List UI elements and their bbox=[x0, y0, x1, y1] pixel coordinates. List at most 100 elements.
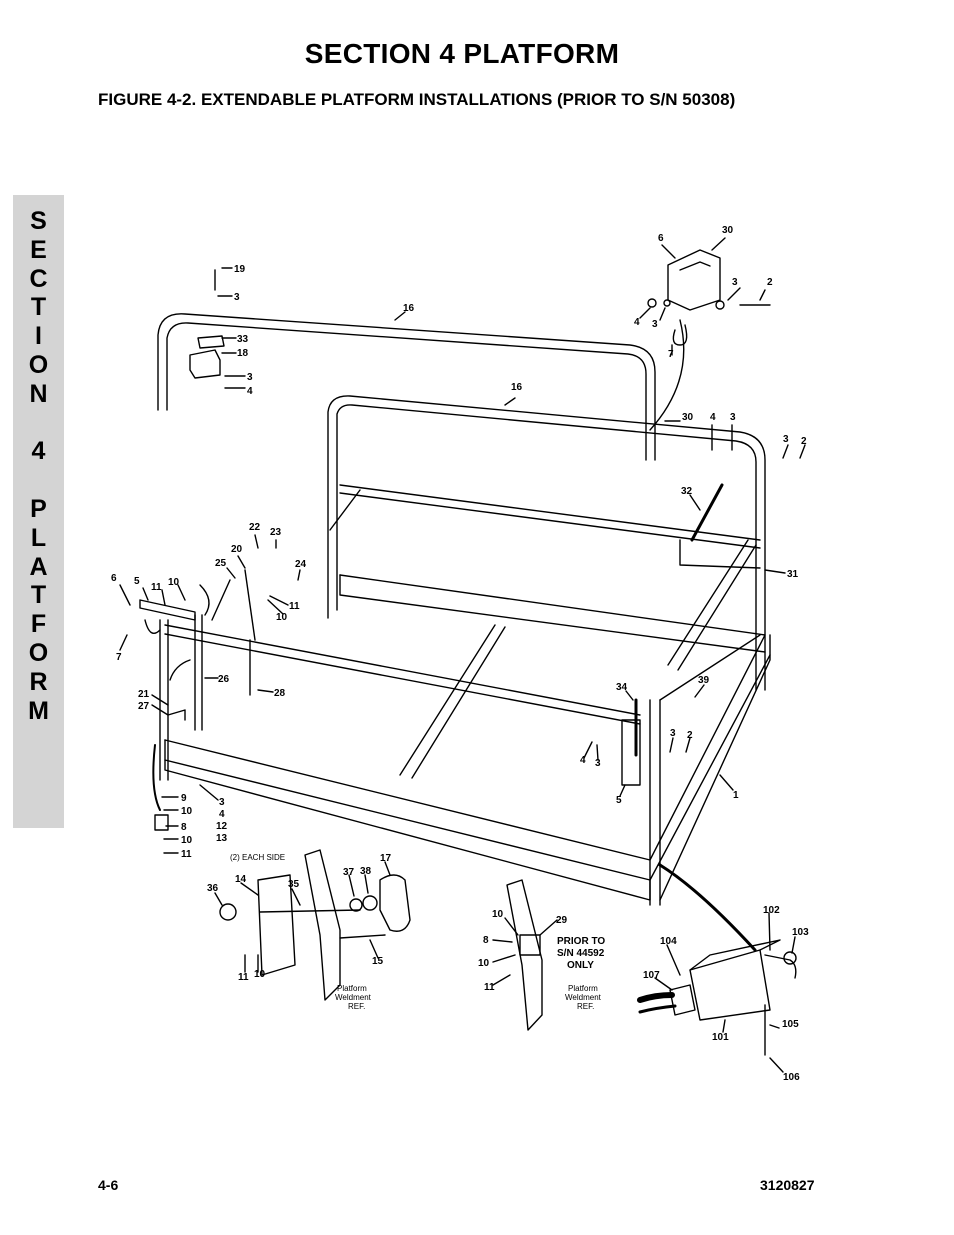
callout-17: 17 bbox=[380, 853, 392, 864]
hinge-bracket bbox=[679, 261, 711, 271]
side-tab-letter: I bbox=[35, 322, 42, 351]
leader bbox=[664, 420, 806, 574]
wheel-17 bbox=[379, 874, 411, 932]
callout-102: 102 bbox=[763, 905, 780, 916]
floor-seam bbox=[339, 574, 766, 653]
leader bbox=[654, 912, 796, 1073]
cable-107 bbox=[638, 1004, 677, 1014]
rubber-mount bbox=[154, 814, 169, 831]
callout-10: 10 bbox=[181, 806, 193, 817]
callout-11: 11 bbox=[484, 982, 495, 993]
note-each-side: (2) EACH SIDE bbox=[230, 853, 285, 862]
callout-21: 21 bbox=[138, 689, 150, 700]
callout-3: 3 bbox=[595, 758, 601, 769]
callout-14: 14 bbox=[235, 874, 247, 885]
callout-26: 26 bbox=[218, 674, 230, 685]
callout-3: 3 bbox=[234, 292, 240, 303]
corner-post bbox=[677, 544, 757, 671]
callout-10: 10 bbox=[254, 969, 266, 980]
callout-16: 16 bbox=[403, 303, 415, 314]
arc bbox=[169, 659, 191, 681]
callout-3: 3 bbox=[247, 372, 253, 383]
washer bbox=[663, 299, 671, 307]
side-tab-letter: O bbox=[28, 350, 49, 379]
callout-5: 5 bbox=[616, 795, 622, 806]
lever-20 bbox=[244, 569, 256, 641]
callout-11: 11 bbox=[181, 849, 192, 860]
side-tab-letter: T bbox=[30, 293, 47, 322]
callout-101: 101 bbox=[712, 1032, 729, 1043]
side-tab-letter: T bbox=[30, 581, 47, 610]
clip bbox=[199, 584, 210, 616]
shaft-35 bbox=[259, 909, 361, 913]
floor-seam bbox=[399, 624, 496, 776]
callout-4: 4 bbox=[580, 755, 586, 766]
callout-107: 107 bbox=[643, 970, 660, 981]
leader bbox=[214, 861, 391, 973]
hinge-bracket bbox=[667, 249, 721, 311]
callout-30: 30 bbox=[722, 225, 734, 236]
callout-3: 3 bbox=[783, 434, 789, 445]
callout-3: 3 bbox=[652, 319, 658, 330]
side-tab-letter: P bbox=[30, 494, 47, 523]
gland-104 bbox=[669, 984, 696, 1016]
ring-38 bbox=[362, 895, 378, 911]
mid-rail-31 bbox=[679, 539, 761, 569]
callout-32: 32 bbox=[681, 486, 693, 497]
callout-30: 30 bbox=[682, 412, 694, 423]
callout-3: 3 bbox=[730, 412, 736, 423]
section-side-tab: S E C T I O N 4 P L A T F O R M bbox=[13, 195, 64, 828]
side-tab-letter: L bbox=[30, 523, 47, 552]
callout-7: 7 bbox=[116, 652, 122, 663]
callout-16: 16 bbox=[511, 382, 523, 393]
bracket-14 bbox=[257, 874, 296, 976]
note-weldment: Platform bbox=[337, 984, 367, 993]
note-prior-line: PRIOR TO bbox=[557, 936, 605, 947]
note-prior-line: S/N 44592 bbox=[557, 948, 605, 959]
callout-11: 11 bbox=[289, 601, 300, 612]
pin bbox=[672, 324, 688, 346]
note-weldment: REF. bbox=[348, 1002, 365, 1011]
mid-rail-front bbox=[164, 624, 641, 716]
side-rail-tube bbox=[327, 395, 766, 691]
side-tab-letter: F bbox=[30, 610, 47, 639]
cable-107 bbox=[637, 992, 675, 1003]
weldment-plate bbox=[304, 849, 341, 1001]
latch-block bbox=[519, 934, 541, 956]
callout-11: 11 bbox=[238, 972, 249, 983]
callout-2: 2 bbox=[687, 730, 693, 741]
base-box bbox=[164, 739, 651, 901]
side-tab-letter: R bbox=[29, 667, 48, 696]
callout-9: 9 bbox=[181, 793, 187, 804]
callout-8: 8 bbox=[483, 935, 489, 946]
leader bbox=[119, 534, 301, 716]
callout-10: 10 bbox=[168, 577, 180, 588]
nut bbox=[647, 298, 657, 308]
mid-rail-front bbox=[329, 489, 361, 531]
callout-7: 7 bbox=[668, 349, 674, 360]
callout-5: 5 bbox=[134, 576, 140, 587]
callout-23: 23 bbox=[270, 527, 282, 538]
latch-bar bbox=[139, 599, 196, 621]
callout-105: 105 bbox=[782, 1019, 799, 1030]
callout-8: 8 bbox=[181, 822, 187, 833]
note-prior-line: ONLY bbox=[567, 960, 594, 971]
callout-2: 2 bbox=[767, 277, 773, 288]
switch-arm bbox=[764, 954, 797, 979]
corner-post bbox=[659, 634, 761, 701]
hose bbox=[152, 744, 161, 811]
callout-6: 6 bbox=[111, 573, 117, 584]
callout-10: 10 bbox=[276, 612, 288, 623]
switch-box bbox=[689, 949, 771, 1021]
side-tab-letter: O bbox=[28, 638, 49, 667]
callout-22: 22 bbox=[249, 522, 261, 533]
rear-rail-tube bbox=[157, 313, 656, 461]
side-tab-letter: 4 bbox=[31, 437, 46, 466]
callout-4: 4 bbox=[247, 386, 253, 397]
floor-seam bbox=[411, 626, 506, 779]
callout-34: 34 bbox=[616, 682, 628, 693]
figure-title: FIGURE 4-2. EXTENDABLE PLATFORM INSTALLA… bbox=[98, 90, 736, 109]
mid-rail bbox=[339, 492, 761, 549]
callout-13: 13 bbox=[216, 833, 228, 844]
